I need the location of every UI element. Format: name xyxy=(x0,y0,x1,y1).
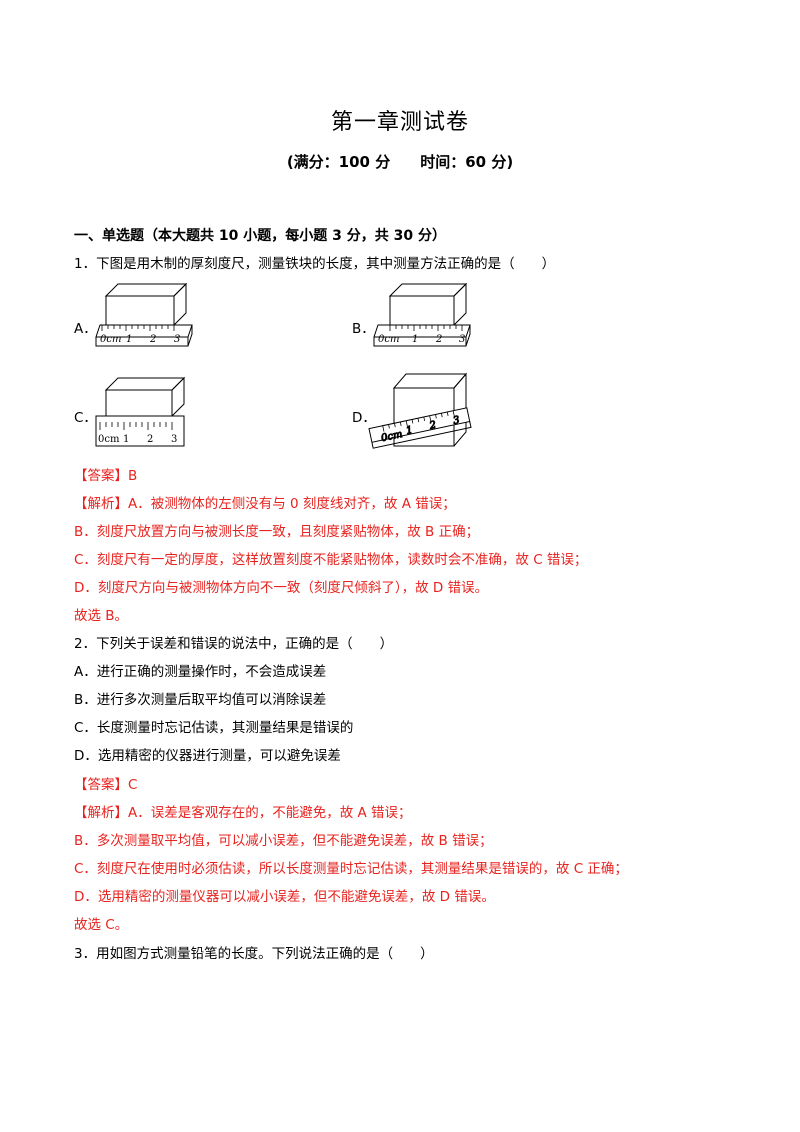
fig-b-tick-0: 0cm xyxy=(378,334,399,345)
q2-option-c: C．长度测量时忘记估读，其测量结果是错误的 xyxy=(74,720,354,736)
q1-analysis-a: 【解析】A．被测物体的左侧没有与 0 刻度线对齐，故 A 错误； xyxy=(74,496,456,512)
fig-a-tick-2: 2 xyxy=(149,334,156,345)
fig-b-tick-3: 3 xyxy=(459,334,465,345)
q2-conclusion: 故选 C。 xyxy=(74,917,129,933)
q1-figure-d: 0cm 1 2 3 xyxy=(368,372,472,449)
q2-analysis-d: D．选用精密的测量仪器可以减小误差，但不能避免误差，故 D 错误。 xyxy=(74,889,495,905)
q1-conclusion: 故选 B。 xyxy=(74,608,129,624)
fig-d-tick-0: 0cm xyxy=(380,429,403,444)
score-info: (满分：100 分 xyxy=(286,153,391,171)
q2-answer: 【答案】C xyxy=(74,777,138,793)
fig-c-tick-0: 0cm xyxy=(98,434,120,445)
fig-c-tick-1: 1 xyxy=(123,434,129,445)
fig-b-tick-2: 2 xyxy=(435,334,442,345)
fig-b-tick-1: 1 xyxy=(412,334,418,345)
fig-c-tick-3: 3 xyxy=(171,434,177,445)
q1-option-d-label: D． xyxy=(352,410,376,426)
q2-analysis-b: B．多次测量取平均值，可以减小误差，但不能避免误差，故 B 错误； xyxy=(74,833,493,849)
page-subtitle: (满分：100 分 时间：60 分) xyxy=(0,151,800,172)
q2-option-d: D．选用精密的仪器进行测量，可以避免误差 xyxy=(74,748,341,764)
q1-analysis-b: B．刻度尺放置方向与被测长度一致，且刻度紧贴物体，故 B 正确； xyxy=(74,524,480,540)
q1-option-b-label: B． xyxy=(352,321,375,337)
fig-a-tick-3: 3 xyxy=(174,334,180,345)
q1-figure-c: 0cm 1 2 3 xyxy=(95,376,186,447)
fig-a-tick-1: 1 xyxy=(126,334,132,345)
q3-stem: 3．用如图方式测量铅笔的长度。下列说法正确的是（ ） xyxy=(74,946,434,962)
fig-d-tick-2: 2 xyxy=(428,420,438,432)
page-title: 第一章测试卷 xyxy=(330,110,469,135)
q1-analysis-d: D．刻度尺方向与被测物体方向不一致（刻度尺倾斜了），故 D 错误。 xyxy=(74,580,489,596)
section-heading: 一、单选题（本大题共 10 小题，每小题 3 分，共 30 分） xyxy=(74,228,446,244)
fig-c-tick-2: 2 xyxy=(147,434,153,445)
q2-analysis-a: 【解析】A．误差是客观存在的，不能避免，故 A 错误； xyxy=(74,805,412,821)
q1-option-a-label: A． xyxy=(74,321,97,337)
fig-d-tick-1: 1 xyxy=(405,425,414,437)
q2-analysis-c: C．刻度尺在使用时必须估读，所以长度测量时忘记估读，其测量结果是错误的，故 C … xyxy=(74,861,628,877)
time-info: 时间：60 分) xyxy=(420,153,514,171)
q1-answer: 【答案】B xyxy=(74,468,138,484)
fig-a-tick-0: 0cm xyxy=(100,334,121,345)
q2-option-b: B．进行多次测量后取平均值可以消除误差 xyxy=(74,692,327,708)
q1-option-c-label: C． xyxy=(74,410,97,426)
q1-figure-b: 0cm 1 2 3 xyxy=(373,282,471,347)
q2-stem: 2．下列关于误差和错误的说法中，正确的是（ ） xyxy=(74,636,394,652)
q1-figure-a: 0cm 1 2 3 xyxy=(95,282,193,347)
fig-d-tick-3: 3 xyxy=(452,415,461,427)
q1-stem: 1．下图是用木制的厚刻度尺，测量铁块的长度，其中测量方法正确的是（ ） xyxy=(74,256,556,272)
q1-analysis-c: C．刻度尺有一定的厚度，这样放置刻度不能紧贴物体，读数时会不准确，故 C 错误； xyxy=(74,552,588,568)
q2-option-a: A．进行正确的测量操作时，不会造成误差 xyxy=(74,664,327,680)
